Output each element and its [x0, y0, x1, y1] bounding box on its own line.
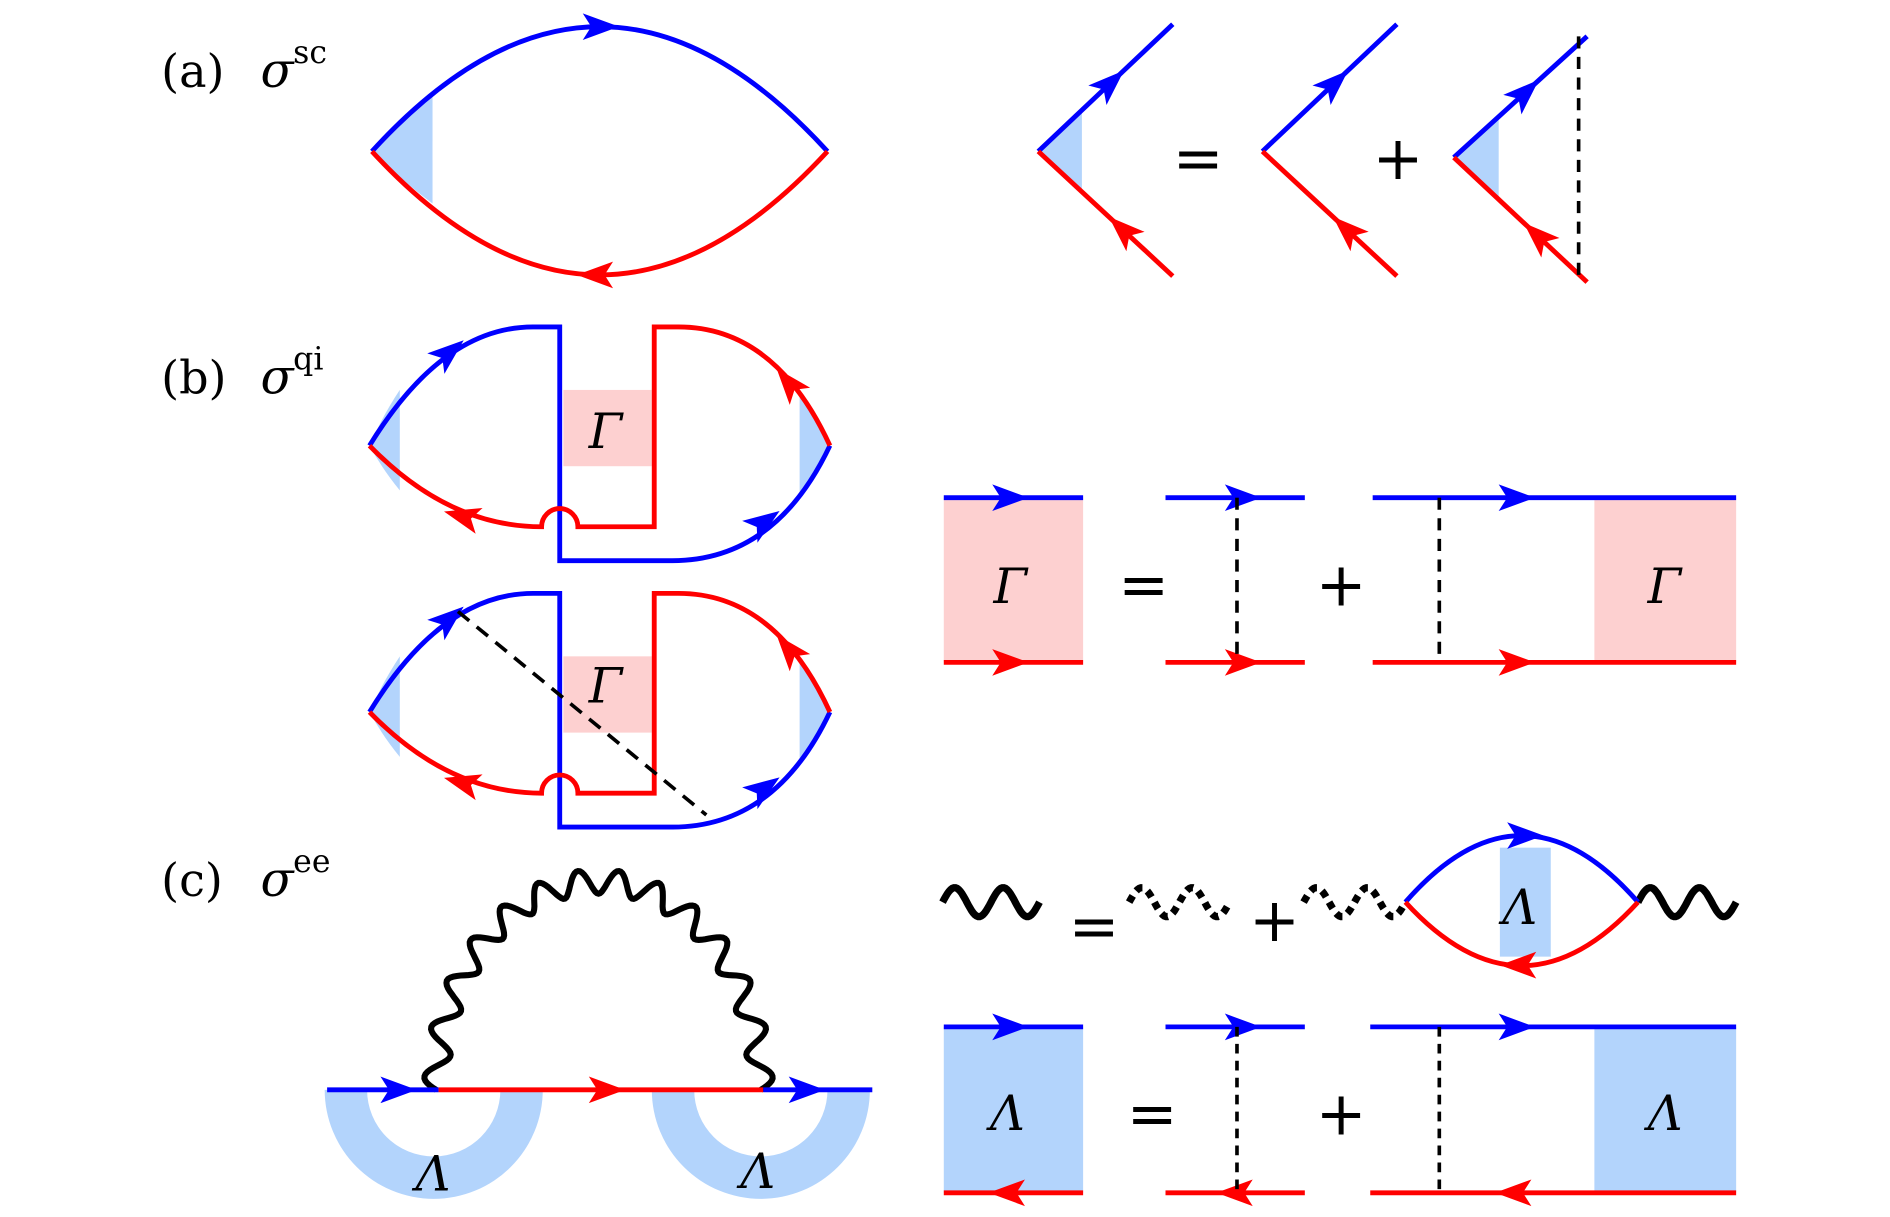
- lambda-vertex-box: [943, 1026, 1084, 1193]
- lambda-vertex-box: [1499, 847, 1551, 957]
- plus-sign-a: +: [1373, 124, 1424, 194]
- panel-b-superscript: qi: [293, 341, 323, 377]
- vertex-shading: [371, 93, 433, 204]
- propagator-arrow-icon: [742, 510, 780, 543]
- hole-propagator: [370, 149, 830, 278]
- panel-a-superscript: sc: [293, 35, 327, 71]
- particle-propagator: [370, 24, 830, 154]
- interaction-photon-line: [421, 867, 776, 1093]
- propagator-arrow-icon: [1499, 951, 1537, 979]
- propagator-arrow-icon: [1108, 216, 1145, 252]
- lambda-label-rhs: Λ: [1644, 1086, 1683, 1142]
- propagator-arrow-icon: [582, 13, 620, 40]
- lambda-label-right: Λ: [736, 1144, 775, 1200]
- hole-line: [1036, 149, 1175, 278]
- equals-sign-gamma: =: [1118, 550, 1169, 620]
- propagator-arrow-icon: [742, 777, 780, 810]
- lambda-label-left: Λ: [412, 1146, 451, 1202]
- propagator-arrow-icon: [788, 1076, 826, 1104]
- interaction-line-dashed: [456, 610, 708, 817]
- vertex-shading: [799, 389, 830, 497]
- propagator-arrow-icon: [1224, 1013, 1262, 1041]
- propagator-arrow-icon: [427, 340, 464, 374]
- gamma-label-rhs: Γ: [1647, 559, 1683, 615]
- propagator-arrow-icon: [776, 634, 811, 672]
- particle-propagator: [367, 590, 833, 830]
- hole-line: [1452, 155, 1589, 284]
- plus-sign-gamma: +: [1316, 550, 1367, 620]
- bare-interaction-icon: [1300, 884, 1409, 921]
- gamma-label-lhs: Γ: [992, 559, 1028, 615]
- propagator-arrow-icon: [1224, 484, 1262, 512]
- lambda-label-lhs: Λ: [986, 1086, 1025, 1142]
- propagator-arrow-icon: [427, 606, 464, 641]
- panel-c-sigma: σ: [260, 852, 295, 908]
- gamma-vertex-box: [1594, 497, 1737, 663]
- propagator-arrow-icon: [992, 484, 1029, 512]
- particle-propagator: [367, 324, 833, 564]
- gamma-vertex-box: [563, 389, 652, 467]
- propagator-arrow-icon: [1312, 70, 1349, 106]
- plus-sign-rpa: +: [1249, 886, 1300, 956]
- propagator-arrow-icon: [1498, 649, 1536, 676]
- propagator-arrow-icon: [1333, 216, 1369, 252]
- propagator-arrow-icon: [1503, 79, 1539, 115]
- gamma-vertex-box: [563, 656, 652, 733]
- propagator-arrow-icon: [776, 368, 811, 405]
- gamma-label-b1: Γ: [588, 404, 624, 460]
- gamma-vertex-box: [943, 497, 1084, 663]
- propagator-arrow-icon: [1216, 1179, 1253, 1207]
- lambda-label-bubble: Λ: [1498, 880, 1537, 936]
- propagator-arrow-icon: [1498, 484, 1536, 512]
- lambda-vertex-ring: [651, 1089, 870, 1199]
- equals-sign-a: =: [1173, 124, 1224, 194]
- propagator-arrow-icon: [1523, 222, 1560, 258]
- screened-interaction-icon: [1634, 884, 1740, 921]
- vertex-shading: [799, 656, 830, 763]
- propagator-arrow-icon: [588, 1076, 626, 1104]
- propagator-arrow-icon: [444, 774, 483, 801]
- panel-a-label: (a): [161, 44, 224, 98]
- screened-interaction-icon: [939, 884, 1043, 921]
- propagator-arrow-icon: [1495, 1179, 1532, 1207]
- panel-b-sigma: σ: [260, 350, 295, 406]
- panel-c-label: (c): [161, 853, 223, 907]
- panel-b-label: (b): [161, 351, 226, 405]
- gamma-label-b2: Γ: [588, 658, 624, 714]
- propagator-arrow-icon: [1498, 1013, 1536, 1041]
- lambda-vertex-ring: [324, 1089, 543, 1199]
- plus-sign-lambda: +: [1316, 1080, 1367, 1150]
- vertex-shading: [1038, 109, 1082, 193]
- hole-line: [1260, 149, 1399, 278]
- panel-c-superscript: ee: [293, 844, 330, 880]
- bare-interaction-icon: [1125, 884, 1233, 921]
- panel-a-sigma: σ: [260, 43, 295, 99]
- propagator-arrow-icon: [1224, 649, 1262, 676]
- propagator-arrow-icon: [1088, 70, 1124, 106]
- propagator-arrow-icon: [992, 649, 1029, 676]
- propagator-arrow-icon: [992, 1013, 1029, 1041]
- propagator-arrow-icon: [576, 261, 614, 289]
- lambda-vertex-box: [1594, 1026, 1737, 1193]
- propagator-arrow-icon: [380, 1076, 417, 1104]
- propagator-arrow-icon: [444, 508, 483, 534]
- equals-sign-rpa: =: [1069, 892, 1120, 962]
- equals-sign-lambda: =: [1127, 1080, 1178, 1150]
- vertex-shading: [1453, 114, 1499, 200]
- propagator-arrow-icon: [1507, 822, 1544, 849]
- propagator-arrow-icon: [988, 1179, 1025, 1207]
